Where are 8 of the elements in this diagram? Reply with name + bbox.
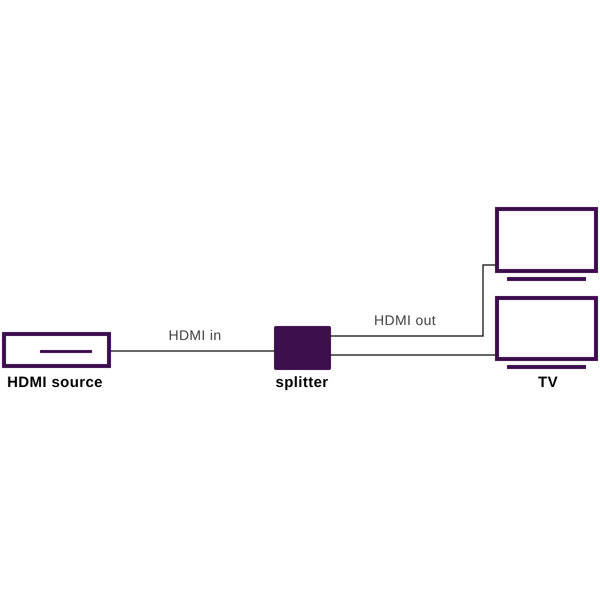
edge-label: HDMI out xyxy=(372,313,438,327)
cable-line xyxy=(331,354,495,356)
cable-line xyxy=(331,264,495,337)
edge-label: HDMI in xyxy=(166,328,224,342)
cable-line xyxy=(111,350,274,352)
device-label: splitter xyxy=(274,375,330,390)
device-label: HDMI source xyxy=(6,375,104,390)
device-label: TV xyxy=(537,375,559,390)
